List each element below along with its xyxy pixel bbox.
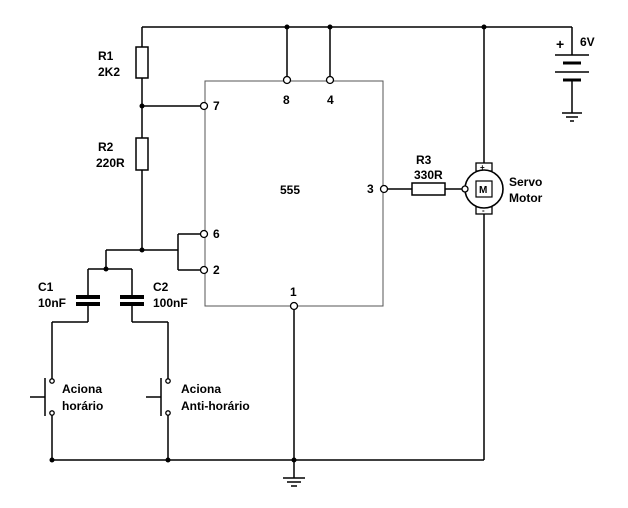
resistor-r2: R2 220R: [96, 137, 149, 171]
motor-minus: -: [482, 206, 485, 215]
r3-value: 330R: [414, 168, 443, 182]
capacitor-c2: C2 100nF: [120, 280, 188, 310]
c2-name: C2: [153, 280, 169, 294]
motor-label-line2: Motor: [509, 191, 543, 205]
ic-pin-7: [199, 101, 209, 111]
wires: [51, 26, 573, 478]
resistor-r3: R3 330R: [411, 153, 446, 196]
ic-pin-1: [289, 301, 299, 311]
ic-pin-1-label: 1: [290, 285, 297, 299]
r1-value: 2K2: [98, 65, 120, 79]
battery-voltage-label: 6V: [580, 35, 595, 49]
motor-label-line1: Servo: [509, 175, 542, 189]
switch-horario-line2: horário: [62, 399, 103, 413]
ground-main: [283, 477, 305, 487]
r3-name: R3: [416, 153, 432, 167]
ic-pin-2: [199, 265, 209, 275]
resistor-r1: R1 2K2: [98, 46, 149, 79]
r2-value: 220R: [96, 156, 125, 170]
ic-pin-8: [282, 75, 292, 85]
switch-anti-horario-line1: Aciona: [181, 382, 221, 396]
motor-symbol: M: [479, 185, 487, 196]
motor-plus: +: [480, 163, 485, 172]
battery-6v: + 6V: [555, 35, 595, 82]
servo-motor: M + - Servo Motor: [461, 162, 543, 215]
capacitor-c1: C1 10nF: [38, 280, 100, 310]
ic-pin-2-label: 2: [213, 263, 220, 277]
ic-pin-3-label: 3: [367, 182, 374, 196]
r1-name: R1: [98, 49, 114, 63]
ic-pin-6-label: 6: [213, 227, 220, 241]
switch-anti-horario-line2: Anti-horário: [181, 399, 250, 413]
c2-value: 100nF: [153, 296, 188, 310]
ic-555: 555 8 4 7 6 2 3 1: [199, 75, 389, 311]
r2-name: R2: [98, 140, 114, 154]
ic-pin-6: [199, 229, 209, 239]
ic-pin-8-label: 8: [283, 93, 290, 107]
battery-plus: +: [556, 36, 564, 52]
junction-dots: [49, 24, 487, 463]
ic-pin-7-label: 7: [213, 99, 220, 113]
ground-battery: [562, 112, 582, 122]
ic-label: 555: [280, 183, 300, 197]
c1-name: C1: [38, 280, 54, 294]
ic-pin-4-label: 4: [327, 93, 334, 107]
ic-pin-3: [379, 184, 389, 194]
ic-pin-4: [325, 75, 335, 85]
pushbutton-horario: Aciona horário: [30, 378, 103, 416]
c1-value: 10nF: [38, 296, 66, 310]
pushbutton-anti-horario: Aciona Anti-horário: [146, 378, 250, 416]
switch-horario-line1: Aciona: [62, 382, 102, 396]
